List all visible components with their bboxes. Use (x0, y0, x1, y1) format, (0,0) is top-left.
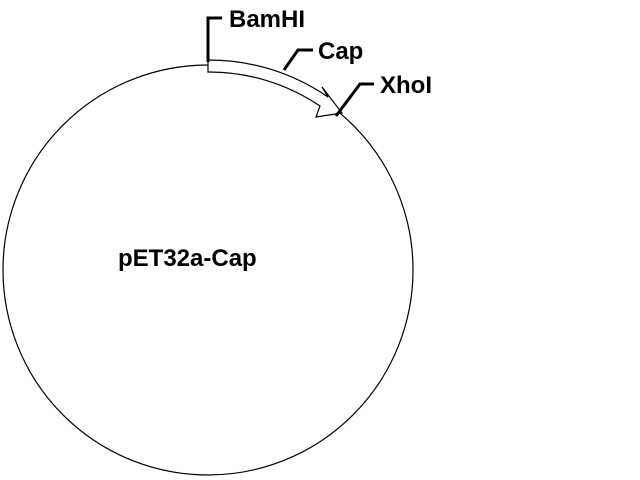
xhoi-site-leader (334, 82, 374, 117)
plasmid-name-label: pET32a-Cap (118, 245, 257, 272)
xhoi-site-label: XhoI (380, 72, 432, 99)
bamhi-site-label: BamHI (229, 6, 305, 33)
cap-insert-arrow (207, 59, 344, 118)
cap-label-leader (282, 48, 313, 71)
cap-feature-label: Cap (318, 38, 363, 65)
bamhi-site-leader (206, 16, 222, 62)
